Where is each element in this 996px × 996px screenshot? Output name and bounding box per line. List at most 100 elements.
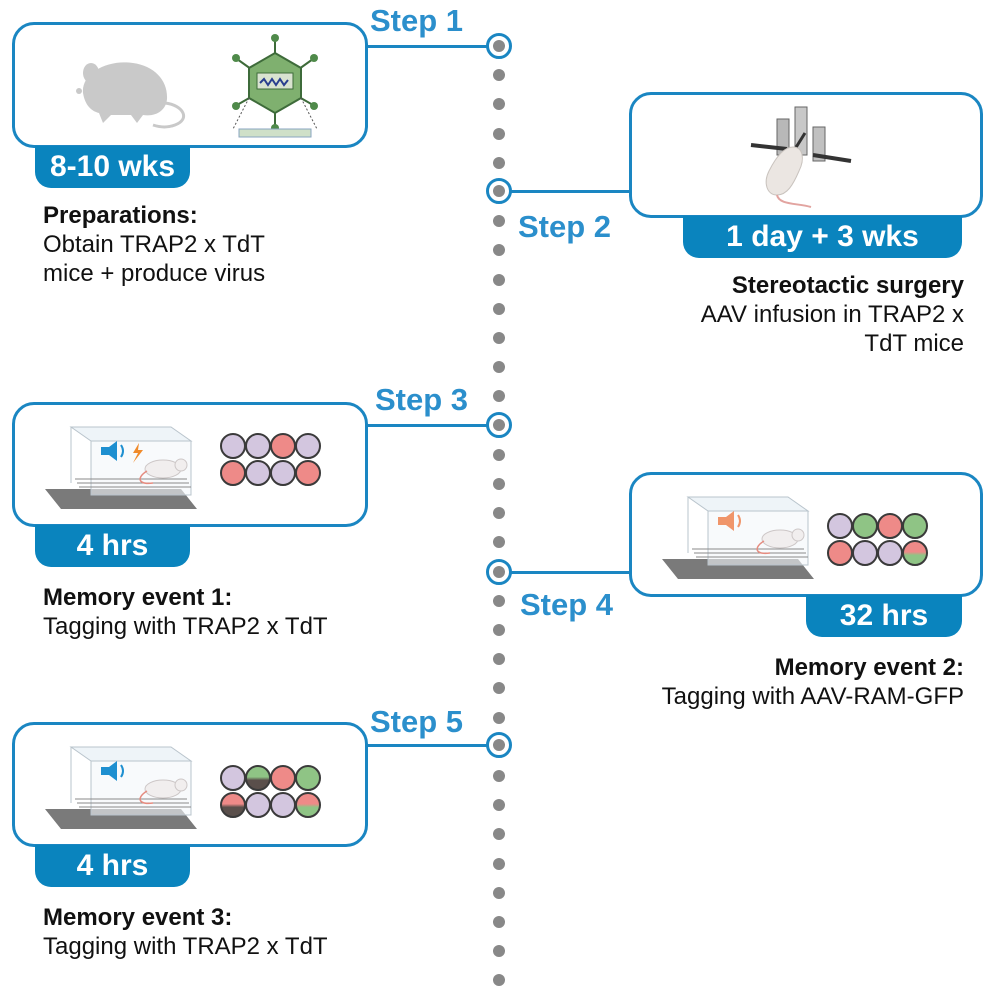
step-2-duration: 1 day + 3 wks: [683, 216, 962, 258]
step-3-description: Memory event 1: Tagging with TRAP2 x TdT: [43, 583, 328, 641]
neuron-cell: [245, 792, 271, 818]
timeline-dot: [493, 945, 505, 957]
step-2-description: Stereotactic surgery AAV infusion in TRA…: [701, 271, 964, 358]
step-4-title: Memory event 2:: [774, 654, 964, 681]
step-5-panel: [12, 722, 368, 847]
cell-grid: [220, 433, 321, 486]
timeline-dot: [493, 390, 505, 402]
step-4-body-line: Tagging with AAV-RAM-GFP: [661, 683, 964, 710]
neuron-cell: [877, 540, 903, 566]
step-1-title: Preparations:: [43, 202, 198, 229]
timeline-dot: [493, 624, 505, 636]
timeline-dot: [493, 858, 505, 870]
step-3-body-line: Tagging with TRAP2 x TdT: [43, 613, 328, 640]
step-1-body-line: Obtain TRAP2 x TdT: [43, 231, 265, 258]
step-5-body-line: Tagging with TRAP2 x TdT: [43, 933, 328, 960]
step-5-title: Memory event 3:: [43, 904, 233, 931]
timeline-dot: [493, 361, 505, 373]
timeline-dot: [493, 770, 505, 782]
neuron-cell: [877, 513, 903, 539]
step-4-label: Step 4: [520, 587, 614, 622]
neuron-cell: [902, 540, 928, 566]
neuron-cell: [852, 513, 878, 539]
timeline-dot: [493, 507, 505, 519]
step-4-description: Memory event 2: Tagging with AAV-RAM-GFP: [662, 653, 964, 711]
step-2-connector: [510, 190, 631, 193]
step-1-panel: [12, 22, 368, 148]
timeline-dot: [493, 974, 505, 986]
timeline-dot: [493, 712, 505, 724]
step-3-panel: [12, 402, 368, 527]
timeline-dot: [493, 916, 505, 928]
neuron-cell: [295, 433, 321, 459]
mouse-silhouette-icon: [76, 62, 186, 129]
step-5-label: Step 5: [370, 704, 464, 739]
neuron-cell: [295, 460, 321, 486]
timeline-dot: [493, 449, 505, 461]
fear-conditioning-cage-icon: [45, 426, 197, 509]
neuron-cell: [270, 765, 296, 791]
timeline-dot: [493, 887, 505, 899]
timeline-dot: [493, 595, 505, 607]
timeline-dot: [493, 536, 505, 548]
timeline-dot: [493, 215, 505, 227]
timeline-dot: [493, 653, 505, 665]
step-3-node: [486, 412, 512, 438]
neuron-cell: [827, 513, 853, 539]
neuron-cell: [245, 765, 271, 791]
step-5-description: Memory event 3: Tagging with TRAP2 x TdT: [43, 903, 328, 961]
step-2-panel: [629, 92, 983, 218]
timeline-dot: [493, 682, 505, 694]
neuron-cell: [827, 540, 853, 566]
step-1-label: Step 1: [370, 3, 464, 38]
step-1-duration: 8-10 wks: [35, 146, 190, 188]
step-1-connector: [365, 45, 487, 48]
step-1-node: [486, 33, 512, 59]
tone-speaker-icon: [101, 441, 117, 461]
conditioning-cage-icon: [45, 746, 197, 829]
aav-virus-icon: [232, 34, 318, 138]
shock-bolt-icon: [133, 443, 143, 463]
cell-grid: [220, 765, 321, 818]
step-4-connector: [510, 571, 631, 574]
tone-speaker-icon: [101, 761, 117, 781]
timeline-dot: [493, 128, 505, 140]
neuron-cell: [270, 460, 296, 486]
timeline-dot: [493, 274, 505, 286]
conditioning-cage-icon: [662, 496, 814, 579]
neuron-cell: [270, 433, 296, 459]
step-3-connector: [365, 424, 487, 427]
step-4-panel: [629, 472, 983, 597]
step-3-duration: 4 hrs: [35, 525, 190, 567]
neuron-cell: [245, 460, 271, 486]
cell-grid: [827, 513, 928, 566]
step-5-duration: 4 hrs: [35, 845, 190, 887]
neuron-cell: [220, 433, 246, 459]
step-2-body-line: TdT mice: [864, 330, 964, 357]
timeline-dot: [493, 303, 505, 315]
step-1-description: Preparations: Obtain TRAP2 x TdT mice + …: [43, 201, 265, 288]
timeline-dot: [493, 244, 505, 256]
neuron-cell: [270, 792, 296, 818]
step-4-node: [486, 559, 512, 585]
timeline-dot: [493, 157, 505, 169]
neuron-cell: [902, 513, 928, 539]
step-2-label: Step 2: [518, 209, 612, 244]
neuron-cell: [852, 540, 878, 566]
step-3-title: Memory event 1:: [43, 584, 233, 611]
step-5-connector: [365, 744, 487, 747]
stereotaxic-frame-icon: [750, 106, 852, 208]
neuron-cell: [220, 460, 246, 486]
timeline-dot: [493, 98, 505, 110]
neuron-cell: [220, 792, 246, 818]
step-2-node: [486, 178, 512, 204]
step-1-body-line: mice + produce virus: [43, 260, 266, 287]
timeline-dot: [493, 69, 505, 81]
step-2-title: Stereotactic surgery: [731, 272, 964, 299]
step-4-duration: 32 hrs: [806, 595, 962, 637]
neuron-cell: [220, 765, 246, 791]
timeline-dot: [493, 799, 505, 811]
neuron-cell: [295, 792, 321, 818]
neuron-cell: [295, 765, 321, 791]
